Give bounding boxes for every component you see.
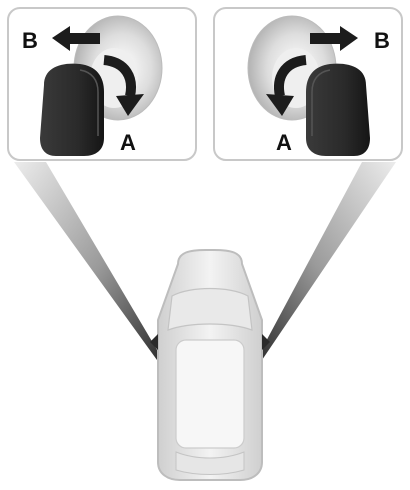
car-left-mirror: [150, 334, 158, 350]
right-label-a: A: [276, 130, 292, 155]
car-top-view: [150, 249, 270, 481]
left-arrow-a-head: [116, 94, 144, 116]
left-projection-beam: [14, 162, 163, 360]
right-mirror-panel: B A: [213, 7, 403, 161]
car-roof: [175, 339, 245, 449]
right-cover-edge: [311, 69, 331, 136]
left-label-a: A: [120, 130, 136, 155]
right-projection-beam: [256, 162, 396, 360]
left-label-b: B: [22, 28, 38, 53]
left-mirror-panel: B A: [7, 7, 197, 161]
car-rear-window: [175, 451, 245, 475]
car-windshield: [167, 287, 253, 331]
right-cover: [306, 63, 370, 156]
right-label-b: B: [374, 28, 390, 53]
left-arrow-b: [52, 26, 100, 51]
left-arrow-a-shaft: [103, 55, 136, 98]
left-cover: [40, 63, 104, 156]
car-right-mirror: [262, 334, 270, 350]
right-arrow-a-head: [266, 94, 294, 116]
right-arrow-b: [310, 26, 358, 51]
right-arrow-a-shaft: [274, 55, 307, 98]
left-cover-edge: [79, 69, 99, 136]
